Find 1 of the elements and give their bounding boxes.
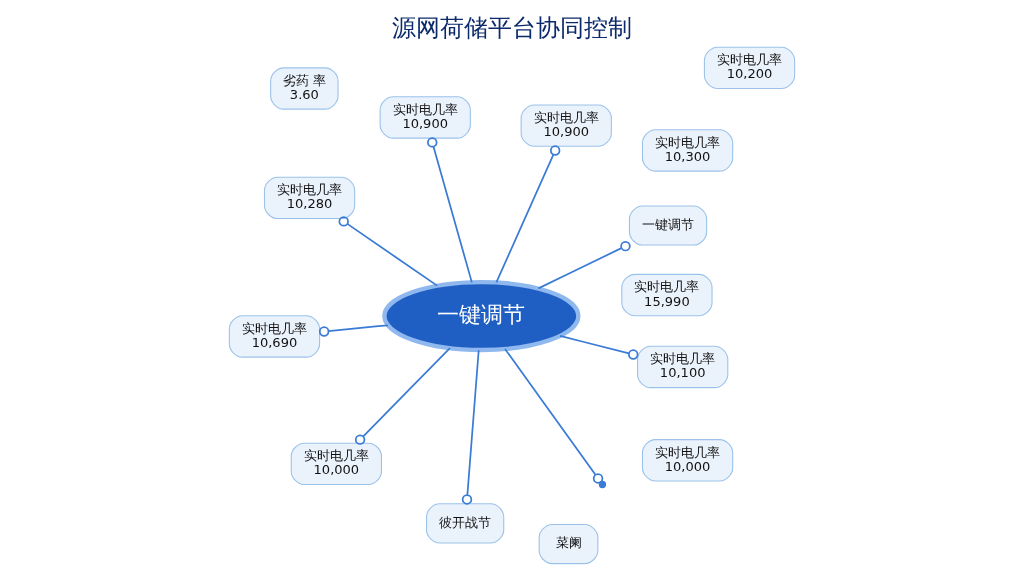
diagram-title: 源网荷储平台协同控制 (392, 13, 632, 42)
